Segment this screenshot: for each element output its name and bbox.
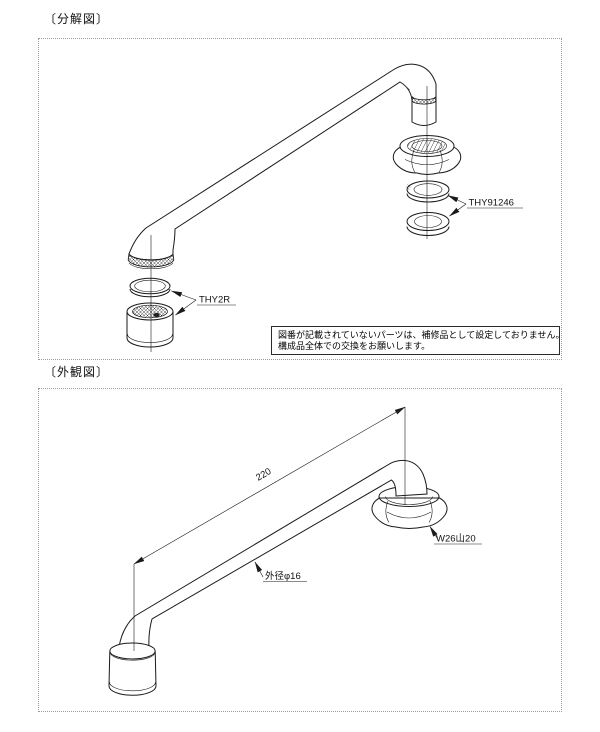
svg-text:外径φ16: 外径φ16 — [265, 570, 301, 582]
aerator-cap — [108, 642, 157, 696]
note-line-1: 図番が記載されていないパーツは、補修品として設定しておりません。 — [278, 330, 560, 340]
pipe-bend-crease — [401, 82, 411, 91]
aerator-cap-drawing — [126, 302, 174, 348]
svg-text:THY91246: THY91246 — [469, 198, 514, 209]
coupling-nut — [371, 496, 448, 529]
leader-arrow — [175, 299, 197, 316]
dimension-label-220: 220 — [254, 466, 273, 483]
leader-arrow — [254, 561, 264, 578]
exploded-view-panel: THY91246 THY2R 図番が記載されていないパーツは、補修品として設定し… — [38, 38, 562, 360]
part-label-thy2r: THY2R — [170, 290, 236, 316]
external-view-panel: 220 外径φ16 W26山20 — [38, 388, 562, 712]
exploded-view-title: 〔分解図〕 — [44, 12, 110, 26]
svg-text:THY2R: THY2R — [199, 295, 230, 306]
leader-arrow — [429, 526, 438, 539]
slip-washer-drawing — [406, 180, 450, 203]
thread-spec-label: W26山20 — [429, 526, 482, 545]
spout-pipe-drawing — [127, 63, 437, 270]
washer-notch — [406, 184, 411, 190]
svg-text:W26山20: W26山20 — [436, 534, 476, 545]
external-diagram-svg: 220 外径φ16 W26山20 — [108, 406, 482, 696]
leader-arrow — [449, 203, 467, 217]
spout-pipe — [118, 459, 428, 649]
note-box: 図番が記載されていないパーツは、補修品として設定しておりません。 構成品全体での… — [271, 326, 560, 355]
note-line-2: 構成品全体での交換をお願いします。 — [278, 341, 431, 351]
leader-arrow — [447, 195, 467, 205]
exploded-diagram-svg: THY91246 THY2R — [126, 63, 523, 352]
external-view-title: 〔外観図〕 — [44, 365, 110, 379]
pipe-thread-band — [411, 95, 437, 105]
leader-arrow — [170, 290, 197, 301]
outer-diameter-label: 外径φ16 — [254, 561, 307, 582]
part-label-thy91246: THY91246 — [447, 195, 523, 217]
aerator-detail-dot — [153, 312, 160, 318]
aerator-washer-drawing — [129, 277, 171, 298]
packing-ring-drawing — [406, 212, 450, 236]
nut-thread-hatch — [408, 139, 446, 153]
